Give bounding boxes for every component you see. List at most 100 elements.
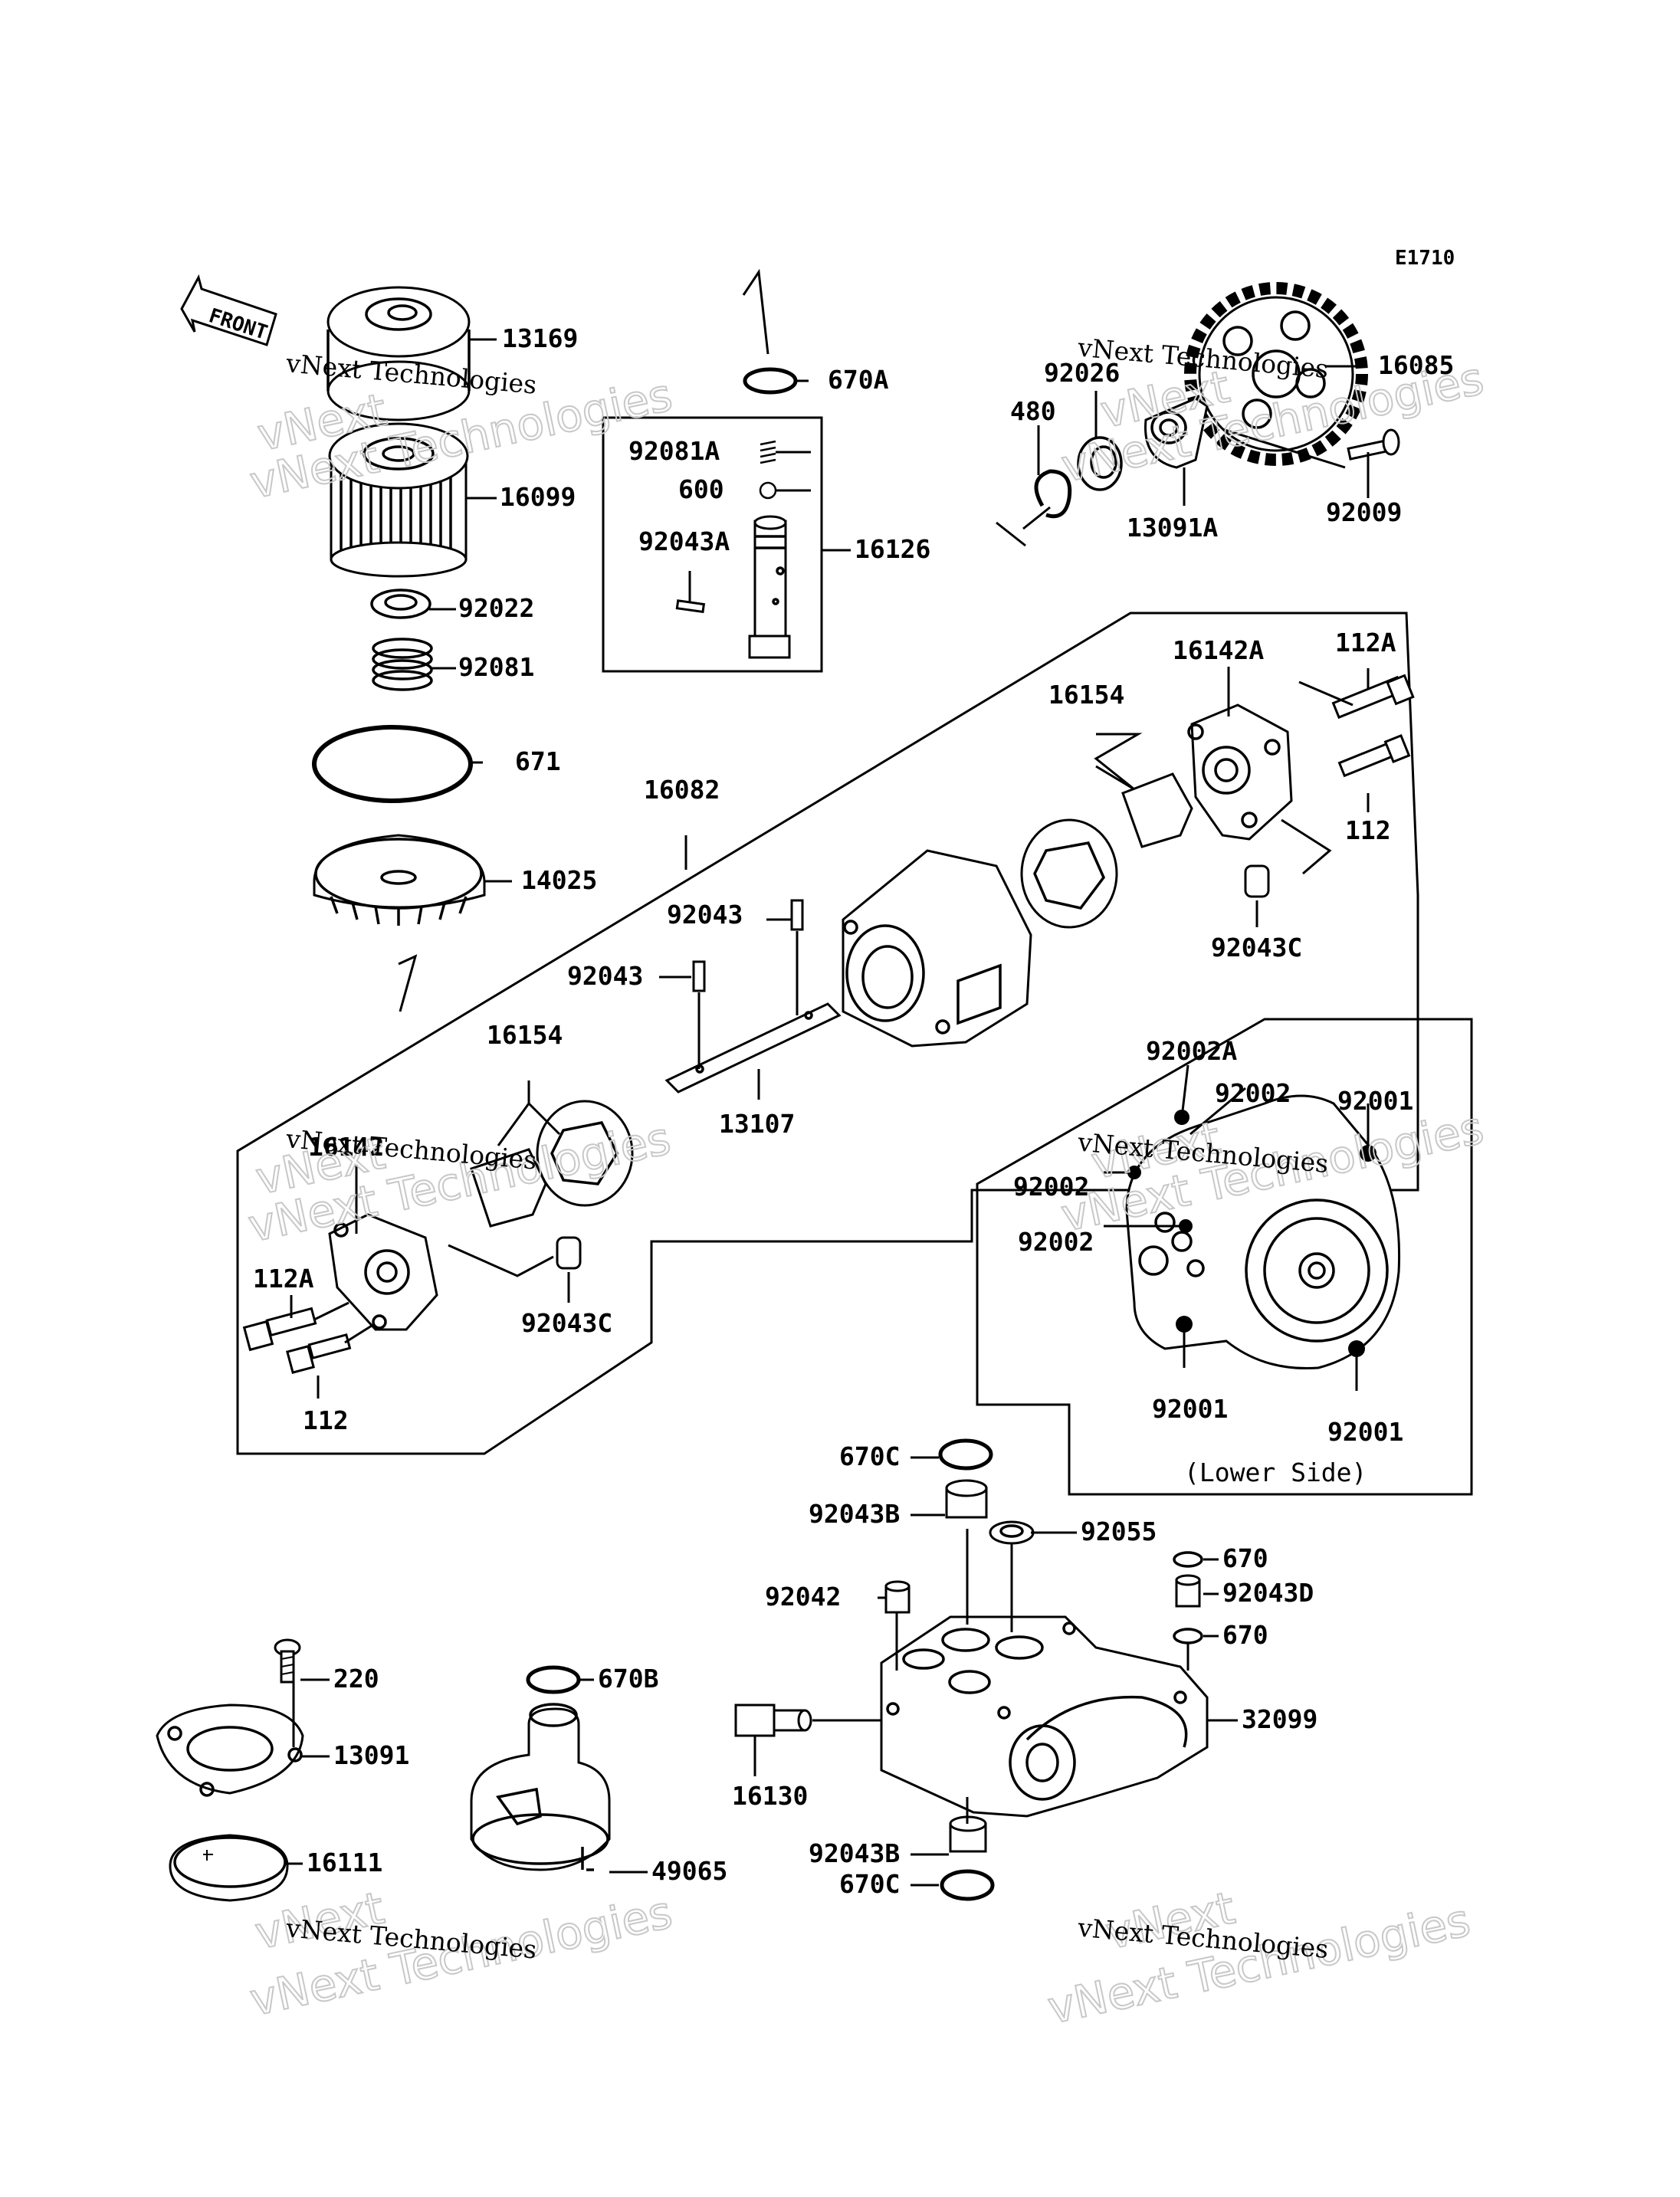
bolt-112a-left-icon [242,1307,317,1352]
watermark-bottom-left: vNext vNext Technologies vNext Technolog… [244,1881,677,2027]
label-670b: 670B [598,1664,658,1694]
label-92081a: 92081A [628,436,720,466]
pump-cover-left-icon [328,1213,438,1331]
relief-valve-box [602,416,823,673]
label-92001-top: 92001 [1337,1086,1413,1116]
strainer-49065-icon [470,1703,611,1871]
lower-side-box [976,1018,1473,1496]
filter-plate-icon [313,834,486,926]
label-16082: 16082 [644,775,720,805]
watermark-bottom-right: vNext vNext Technologies vNext Technolog… [1042,1881,1475,2035]
o-ring-670c-top-icon [938,1438,993,1471]
label-92043b-bottom: 92043B [809,1838,900,1868]
label-670c-top: 670C [839,1441,900,1471]
o-ring-670-lower-icon [1173,1628,1203,1644]
washer-92026-icon [1077,436,1123,491]
o-ring-670b-icon [526,1665,581,1694]
label-16142: 16142 [308,1132,384,1162]
dowel-92043-upper-icon [790,899,804,931]
dowel-92043-lower-icon [692,960,706,992]
rotor-outer-left-icon [536,1100,634,1207]
o-ring-670-upper-icon [1173,1551,1203,1568]
o-ring-670a-icon [743,367,798,395]
label-92002-low: 92002 [1018,1227,1094,1257]
lower-side-housing-icon [1125,1094,1401,1370]
ball-icon [759,481,777,500]
plate-13091-icon [156,1703,304,1797]
label-92022: 92022 [458,593,534,623]
label-92043-lower: 92043 [567,961,643,991]
bolt-92009-icon [1347,428,1400,461]
label-92001-left: 92001 [1152,1394,1228,1424]
pump-body-icon [842,849,1032,1048]
bolt-112-left-icon [286,1333,352,1374]
label-480: 480 [1010,396,1056,426]
label-112-left: 112 [303,1405,349,1435]
strainer-16111-icon [169,1834,289,1902]
relief-spring-icon [760,440,776,464]
label-112: 112 [1345,815,1391,845]
pump-assembly-outline [236,612,1419,1455]
label-671: 671 [515,746,561,776]
label-112a-left: 112A [253,1264,314,1294]
pump-cover-right-icon [1187,703,1293,841]
bolt-112a-icon [1331,674,1415,720]
label-220: 220 [333,1664,379,1694]
oil-filter-element-icon [328,422,469,578]
diagram-code: E1710 [1395,247,1455,270]
pin-92043a-icon [675,599,706,614]
spring-icon [372,638,433,691]
label-16099: 16099 [500,482,576,512]
label-13107: 13107 [719,1109,795,1139]
label-92081: 92081 [458,652,534,682]
label-49065: 49065 [651,1856,727,1886]
label-92043b-top: 92043B [809,1499,900,1529]
label-92055: 92055 [1081,1517,1157,1546]
label-92001-right: 92001 [1327,1417,1403,1447]
label-16154-left: 16154 [487,1020,563,1050]
label-670a: 670A [828,365,889,395]
label-670c-bottom: 670C [839,1869,900,1899]
rotor-outer-icon [1020,818,1118,929]
pump-housing-32099-icon [880,1615,1209,1818]
label-92026: 92026 [1044,358,1120,388]
front-arrow-icon: FRONT [180,274,277,346]
label-14025: 14025 [521,865,597,895]
label-92002-mid: 92002 [1013,1172,1089,1202]
label-92043c: 92043C [1211,933,1302,962]
label-13169: 13169 [502,323,578,353]
oil-pressure-switch-icon [734,1703,812,1737]
circlip-icon [1034,469,1072,519]
label-16126: 16126 [855,534,930,564]
label-92002-top: 92002 [1215,1078,1291,1108]
collar-92043b-top-icon [945,1479,988,1519]
label-92043d: 92043D [1222,1578,1314,1608]
label-92042: 92042 [765,1582,841,1612]
label-92043a: 92043A [638,526,730,556]
lower-side-label: (Lower Side) [1184,1458,1367,1487]
drive-gear-icon [1184,282,1368,466]
label-600: 600 [678,474,724,504]
label-112a: 112A [1335,628,1396,657]
pump-shaft-icon [1144,397,1209,469]
washer-icon [370,589,431,619]
rotor-inner-icon [1121,772,1193,848]
o-ring-large-icon [312,725,473,803]
rotor-inner-left-icon [470,1148,547,1228]
label-16142a: 16142A [1173,635,1264,665]
washer-92055-icon [989,1520,1035,1545]
label-16130: 16130 [732,1781,808,1811]
label-92009: 92009 [1326,497,1402,527]
dowel-92043c-right-icon [1244,864,1270,898]
screw-220-icon [274,1638,301,1684]
label-16111: 16111 [307,1848,382,1877]
label-13091a: 13091A [1127,513,1218,543]
label-16154: 16154 [1048,680,1124,710]
label-92043c-left: 92043C [521,1308,612,1338]
label-13091: 13091 [333,1740,409,1770]
dowel-92043d-icon [1175,1574,1201,1608]
label-32099: 32099 [1242,1704,1317,1734]
label-670-lower: 670 [1222,1620,1268,1650]
label-92043-upper: 92043 [667,900,743,930]
